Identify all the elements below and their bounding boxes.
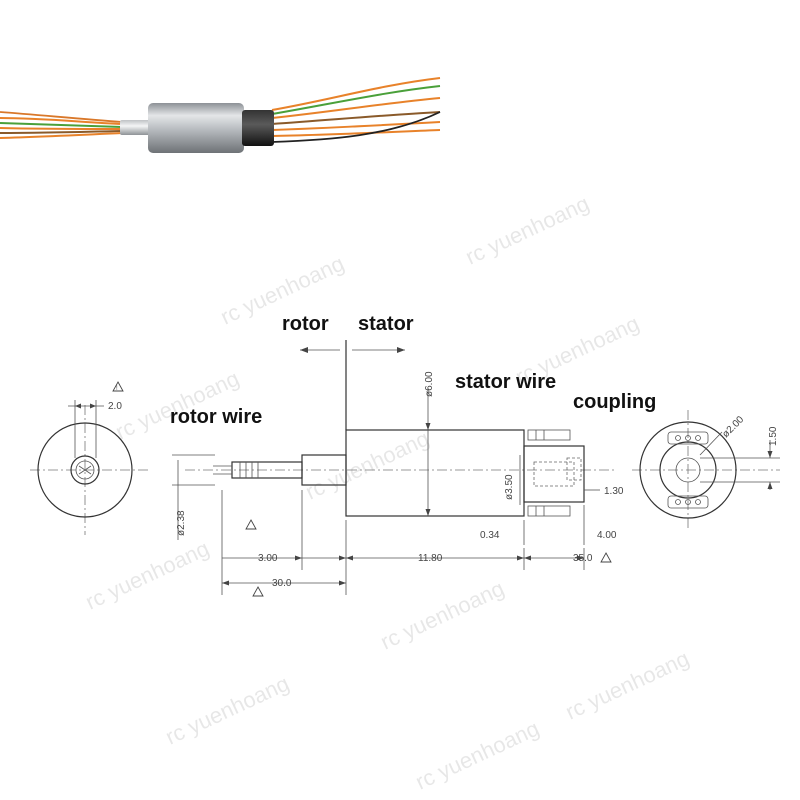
svg-text:ø3.50: ø3.50 [504, 474, 515, 500]
rotor-wires-photo [0, 111, 123, 139]
stator-wires-photo [271, 77, 441, 143]
svg-text:1.50: 1.50 [768, 426, 779, 446]
svg-text:ø6.00: ø6.00 [424, 371, 435, 397]
svg-text:0.34: 0.34 [480, 530, 500, 541]
photo-shaft [120, 120, 152, 135]
svg-text:11.80: 11.80 [418, 553, 443, 564]
left-end-view: 2.0 ! [30, 381, 150, 535]
svg-text:30.0: 30.0 [272, 578, 292, 589]
svg-text:rc yuenhoang: rc yuenhoang [82, 536, 213, 615]
photo-body [148, 103, 244, 153]
svg-text:rc yuenhoang: rc yuenhoang [377, 576, 508, 655]
svg-text:1.30: 1.30 [604, 486, 624, 497]
stator-wire-label: stator wire [455, 371, 556, 393]
photo-cap [242, 110, 274, 146]
svg-text:rc yuenhoang: rc yuenhoang [562, 646, 693, 725]
callout-labels: rotor stator rotor wire stator wire coup… [170, 313, 656, 428]
svg-text:ø2.00: ø2.00 [720, 414, 746, 440]
svg-text:rc yuenhoang: rc yuenhoang [462, 191, 593, 270]
svg-text:2.0: 2.0 [108, 401, 122, 412]
rotor-wire-label: rotor wire [170, 406, 262, 428]
stator-label: stator [358, 313, 414, 335]
rotor-label: rotor [282, 313, 329, 335]
svg-text:rc yuenhoang: rc yuenhoang [302, 426, 433, 505]
svg-text:!: ! [116, 386, 118, 392]
svg-text:ø2.38: ø2.38 [176, 510, 187, 536]
svg-text:3.00: 3.00 [258, 553, 278, 564]
product-photo [0, 77, 441, 153]
warning-triangle-icon: ! [112, 381, 124, 392]
svg-text:rc yuenhoang: rc yuenhoang [412, 716, 543, 795]
svg-text:35.0: 35.0 [573, 553, 593, 564]
warning-triangle-icon [245, 519, 612, 597]
svg-text:rc yuenhoang: rc yuenhoang [162, 671, 293, 750]
svg-text:4.00: 4.00 [597, 530, 617, 541]
watermarks: rc yuenhoang rc yuenhoang rc yuenhoang r… [82, 191, 693, 795]
side-view: ø6.00 ø2.38 ø3.50 1.30 0.34 4.00 3.00 11… [172, 340, 624, 597]
right-end-view: ø2.00 1.50 [632, 410, 780, 530]
coupling-label: coupling [573, 391, 656, 413]
